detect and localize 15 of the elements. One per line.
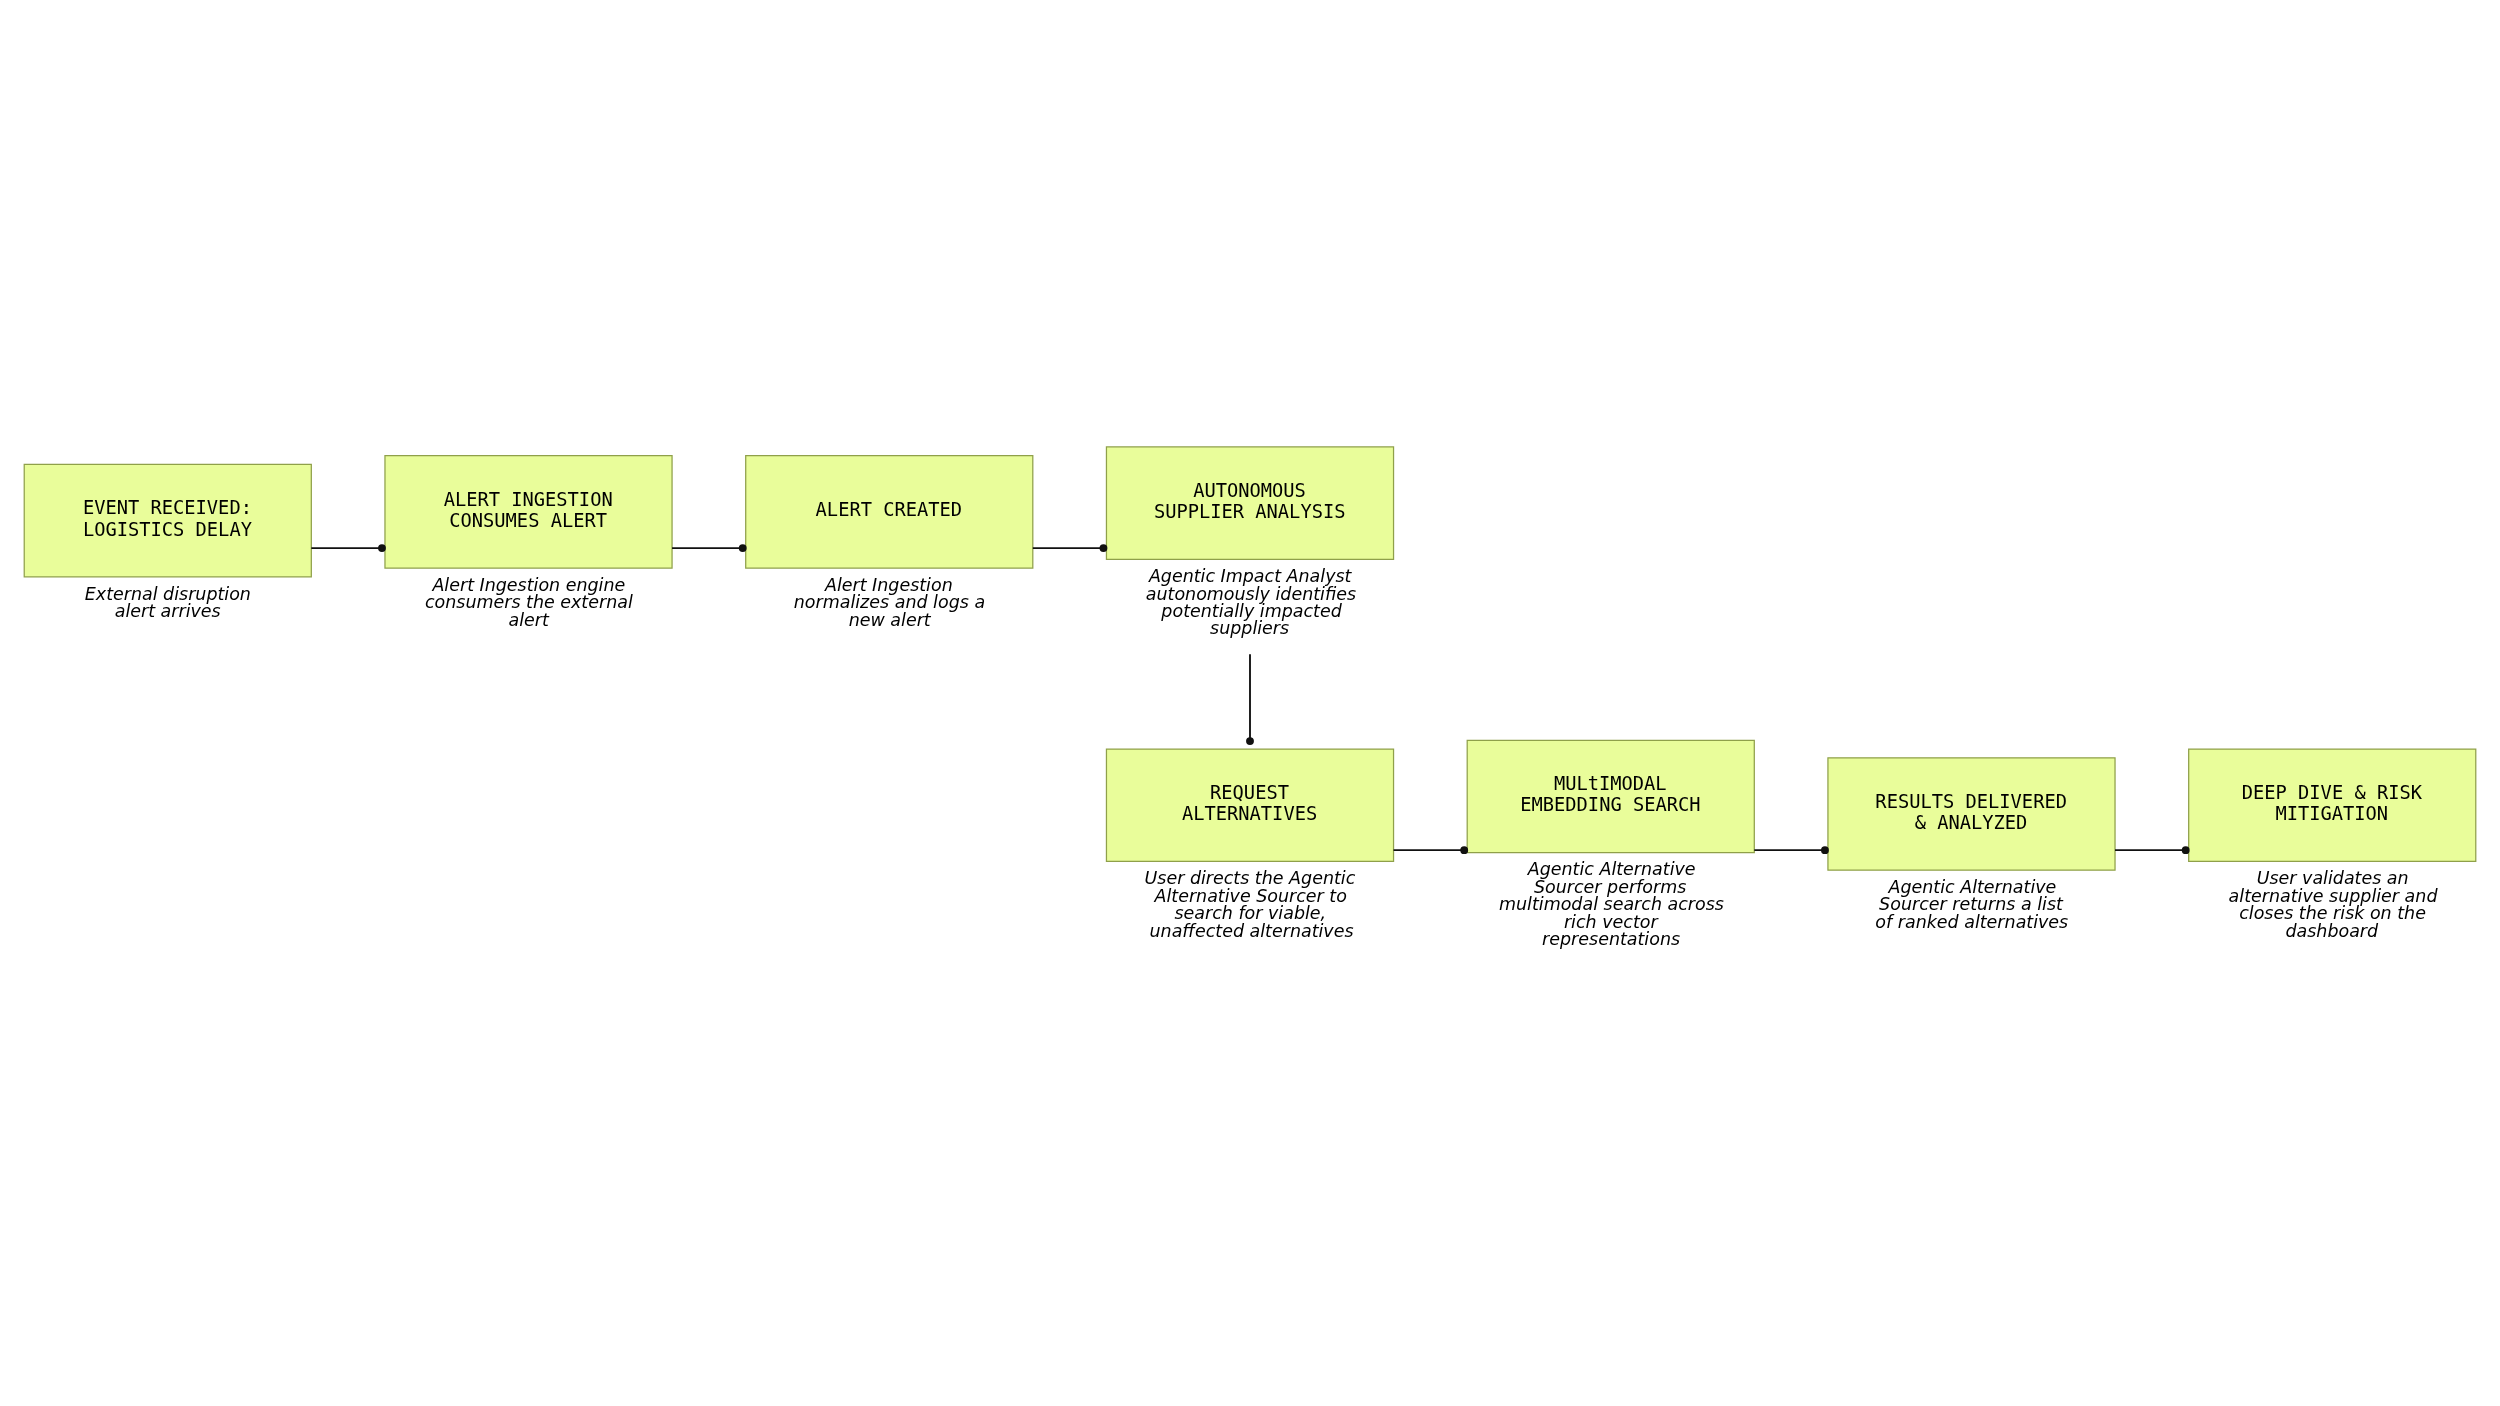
connector (671, 543, 747, 552)
connector (310, 543, 386, 552)
node-label: Agentic Impact Analyst autonomously identifies potentially impacted suppliers (1145, 565, 1357, 638)
node-label: Alert Ingestion engine consumers the external alert (424, 574, 633, 630)
node-label: Agentic Alternative Sourcer returns a list of ranked alternatives (1875, 876, 2069, 932)
connector (2114, 845, 2190, 854)
node-label: User validates an alternative supplier and closes the risk on the dashboard (2228, 867, 2438, 941)
connector (1392, 845, 1469, 854)
node-label: User directs the Agentic Alternative Sourcer to search for viable, unaffected alternatives (1144, 867, 1356, 941)
node-label: Alert Ingestion normalizes and logs a new alert (793, 574, 986, 630)
connector (1246, 652, 1254, 745)
connector (1031, 543, 1108, 552)
node-label: External disruption alert arrives (84, 583, 251, 621)
node-label: Agentic Alternative Sourcer performs multimodal search across rich vector representations (1499, 858, 1724, 949)
connector (1753, 845, 1829, 854)
